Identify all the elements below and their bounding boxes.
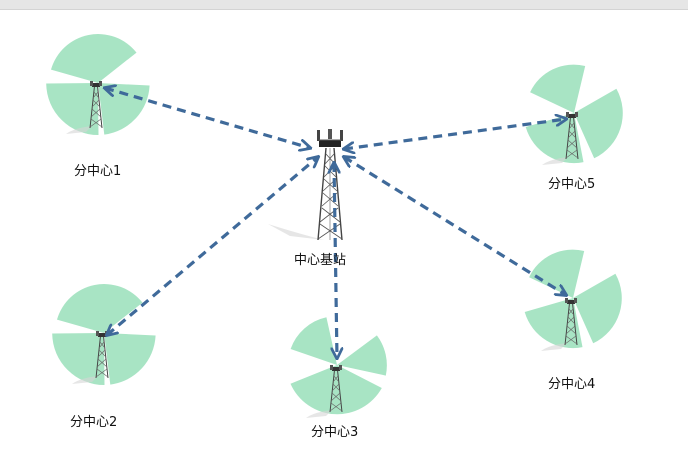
branch-2-label: 分中心2 [70,415,118,430]
branch-5-coverage-icon [530,64,586,113]
branch-3-label: 分中心3 [311,425,359,440]
link-center-branch1 [105,88,310,148]
link-center-branch5 [344,119,566,149]
branch-1-coverage-icon [51,34,137,83]
center-label: 中心基站 [294,253,347,268]
branch-2-coverage-icon [57,284,143,333]
branch-4-label: 分中心4 [548,377,596,392]
branch-5-label: 分中心5 [548,177,596,192]
top-bar [0,0,688,10]
link-center-branch4 [344,157,566,295]
branch-5-node [525,64,623,166]
branch-1-label: 分中心1 [74,164,122,179]
link-center-branch3 [334,163,337,358]
central-tower-icon [267,128,344,241]
branch-4-node [524,249,622,352]
branch-3-coverage-icon [290,317,337,365]
branch-3-node [290,317,387,419]
branch-4-coverage-icon [529,249,585,298]
branch-2-node [52,284,156,386]
branch-1-node [46,34,150,136]
link-center-branch2 [107,157,318,335]
